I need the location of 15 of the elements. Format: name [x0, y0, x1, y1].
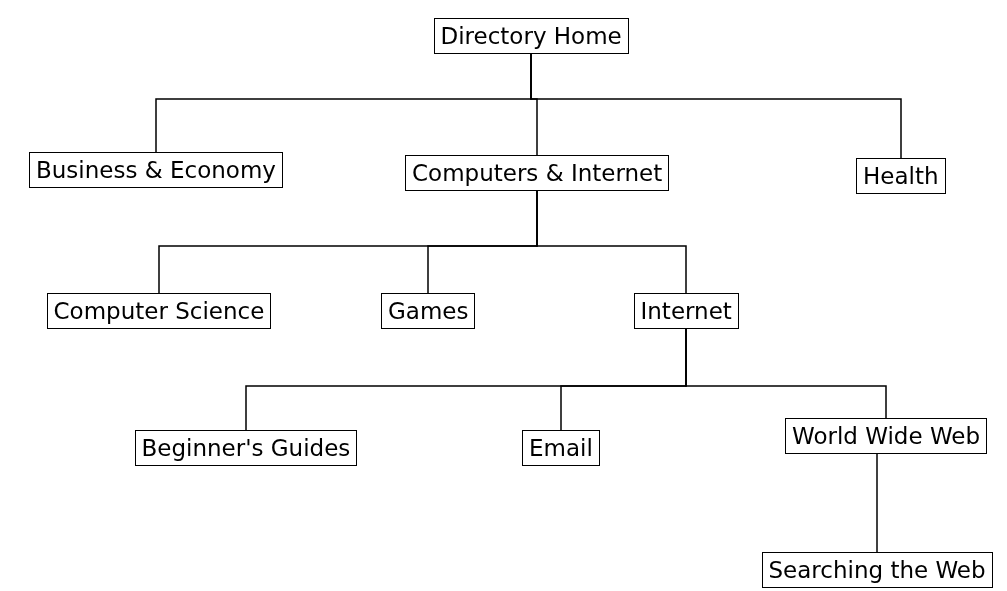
category-box: Games — [381, 293, 476, 329]
connector-line — [536, 190, 687, 294]
category-box: World Wide Web — [785, 418, 988, 454]
connector-line — [685, 328, 887, 419]
connector-line — [530, 53, 902, 159]
category-box: Health — [856, 158, 946, 194]
category-box: Business & Economy — [29, 152, 283, 188]
category-box: Beginner's Guides — [134, 430, 358, 466]
category-box: Searching the Web — [761, 552, 993, 588]
category-box: Internet — [633, 293, 739, 329]
category-box: Email — [522, 430, 600, 466]
category-box: Directory Home — [433, 18, 629, 54]
category-box: Computers & Internet — [405, 155, 670, 191]
category-box: Computer Science — [46, 293, 272, 329]
connector-line — [876, 453, 878, 553]
